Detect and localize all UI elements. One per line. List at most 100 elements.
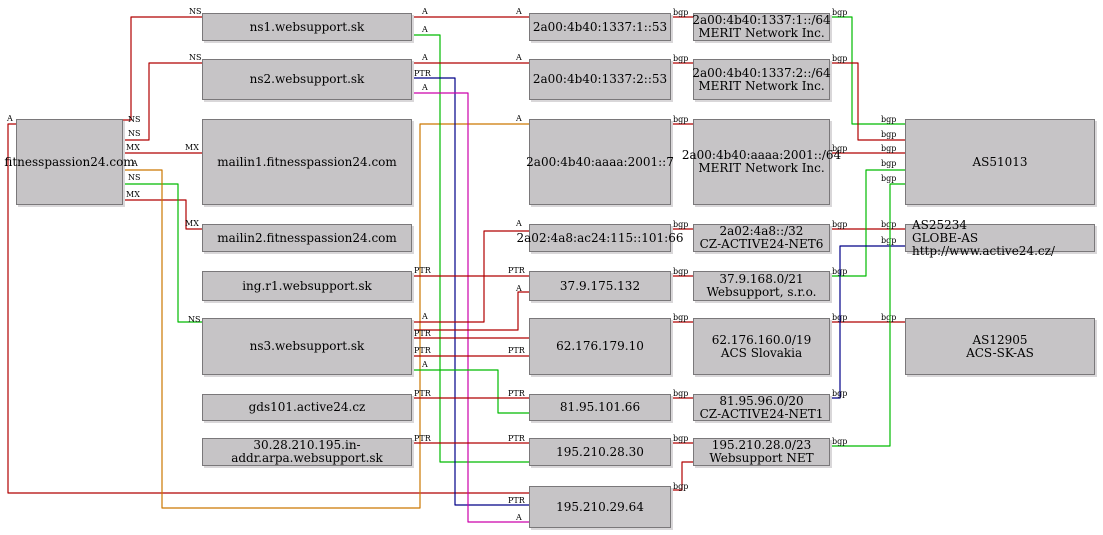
node-label: 81.95.101.66: [559, 400, 641, 414]
edge-ns-ns1-label: NS: [189, 7, 201, 16]
node-net-acs-slovakia[interactable]: 62.176.160.0/19 ACS Slovakia: [693, 318, 830, 375]
node-ns1[interactable]: ns1.websupport.sk: [202, 13, 412, 41]
node-mailin2[interactable]: mailin2.fitnesspassion24.com: [202, 224, 412, 252]
node-net-websupport-net[interactable]: 195.210.28.0/23 Websupport NET: [693, 438, 830, 466]
edge-bgp-ip-81-label: bgp: [673, 389, 688, 398]
node-label: AS25234 GLOBE-AS http://www.active24.cz/: [912, 217, 1055, 258]
node-label: 2a02:4a8::/32 CZ-ACTIVE24-NET6: [699, 224, 824, 251]
node-as12905[interactable]: AS12905 ACS-SK-AS: [905, 318, 1095, 375]
edge-bgp-ip-37-label: bgp: [673, 267, 688, 276]
node-ip-ns1[interactable]: 2a00:4b40:1337:1::53: [529, 13, 671, 41]
node-ns3[interactable]: ns3.websupport.sk: [202, 318, 412, 375]
node-net-merit-1[interactable]: 2a00:4b40:1337:1::/64 MERIT Network Inc.: [692, 13, 831, 41]
node-net-active24-6[interactable]: 2a02:4a8::/32 CZ-ACTIVE24-NET6: [693, 224, 830, 252]
edge-ns-ns3: [123, 183, 202, 323]
node-label: 2a00:4b40:aaaa:2001::/64 MERIT Network I…: [681, 148, 842, 175]
node-label: AS12905 ACS-SK-AS: [966, 332, 1034, 360]
node-label: 37.9.168.0/21 Websupport, s.r.o.: [706, 272, 817, 299]
node-gds101[interactable]: gds101.active24.cz: [202, 394, 412, 421]
edge-bgp-net5-as-label: bgp: [881, 159, 896, 168]
node-ip-37[interactable]: 37.9.175.132: [529, 271, 671, 301]
edge-ptr-gds101-label: PTR: [414, 389, 432, 398]
edge-ns-ns1-label: NS: [128, 115, 140, 124]
node-label: AS51013: [972, 154, 1028, 169]
node-label: 2a00:4b40:1337:1::53: [532, 19, 668, 34]
edge-ns-ns3-label: NS: [128, 173, 140, 182]
edge-ns-ns1: [123, 16, 202, 121]
edge-bgp-net2-as-label: bgp: [881, 130, 896, 139]
edge-bgp-ip-mail-label: bgp: [673, 115, 688, 124]
node-net-merit-3[interactable]: 2a00:4b40:aaaa:2001::/64 MERIT Network I…: [682, 119, 841, 205]
edge-ptr-ingr1-label: PTR: [508, 266, 526, 275]
edge-ns-ns2-label: NS: [189, 53, 201, 62]
node-mailin1[interactable]: mailin1.fitnesspassion24.com: [202, 119, 412, 205]
node-ip-19529[interactable]: 195.210.29.64: [529, 486, 671, 528]
node-ip-mail[interactable]: 2a00:4b40:aaaa:2001::7: [526, 119, 674, 205]
edge-bgp-ip-195-29: [671, 461, 693, 491]
node-ns2[interactable]: ns2.websupport.sk: [202, 59, 412, 100]
edge-bgp-net8-as: [830, 183, 905, 447]
edge-ptr-ns2-label: PTR: [508, 496, 526, 505]
node-label: 195.210.28.30: [556, 444, 644, 459]
node-label: mailin2.fitnesspassion24.com: [217, 230, 397, 245]
edge-a-ac24-label: A: [421, 312, 428, 321]
node-ip-ns2[interactable]: 2a00:4b40:1337:2::53: [529, 59, 671, 100]
edge-bgp-net5-as: [830, 169, 905, 277]
node-ip-81[interactable]: 81.95.101.66: [529, 394, 671, 421]
node-label: 37.9.175.132: [559, 278, 641, 293]
edge-a-ns2-b-label: A: [421, 83, 428, 92]
edge-a-root: [7, 123, 529, 494]
node-label: 2a00:4b40:aaaa:2001::7: [526, 154, 674, 169]
node-label: ns1.websupport.sk: [249, 19, 365, 34]
node-label: 81.95.96.0/20 CZ-ACTIVE24-NET1: [699, 393, 824, 421]
edge-bgp-net4-as-label: bgp: [881, 220, 896, 229]
edge-bgp-ip-62-label: bgp: [673, 313, 688, 322]
edge-mx-mailin2-label: MX: [185, 219, 199, 228]
node-label: 2a00:4b40:1337:2::53: [532, 72, 668, 86]
edge-bgp-net7-as-label: bgp: [881, 236, 896, 245]
node-as51013[interactable]: AS51013: [905, 119, 1095, 205]
edge-bgp-net6-as-label: bgp: [881, 313, 896, 322]
edge-bgp-net1-as-label: bgp: [832, 8, 847, 17]
edge-a-root-label: A: [6, 114, 13, 123]
node-fitnesspassion24[interactable]: fitnesspassion24.com: [4, 119, 135, 205]
node-label: 2a00:4b40:1337:1::/64 MERIT Network Inc.: [692, 13, 831, 40]
edge-ptr-ns3-62-label: PTR: [508, 346, 526, 355]
node-ip-62[interactable]: 62.176.179.10: [529, 318, 671, 375]
edge-ptr-ns2: [412, 77, 529, 506]
edge-a-ns2-b: [412, 92, 529, 523]
edge-bgp-ip-195-28-label: bgp: [673, 434, 688, 443]
edge-a-ns1-ns3-label: A: [421, 25, 428, 34]
node-label: gds101.active24.cz: [248, 400, 366, 414]
edge-a-ns1-ns3: [412, 34, 529, 463]
node-label: 30.28.210.195.in-addr.arpa.websupport.sk: [231, 438, 383, 465]
edge-bgp-net8-as-label: bgp: [832, 437, 847, 446]
edge-ptr-gds101-label: PTR: [508, 389, 526, 398]
node-net-merit-2[interactable]: 2a00:4b40:1337:2::/64 MERIT Network Inc.: [692, 59, 831, 100]
edge-bgp-ip-ac24-label: bgp: [673, 220, 688, 229]
node-net-active24-1[interactable]: 81.95.96.0/20 CZ-ACTIVE24-NET1: [693, 394, 830, 421]
node-label: mailin1.fitnesspassion24.com: [217, 154, 397, 169]
node-as25234[interactable]: AS25234 GLOBE-AS http://www.active24.cz/: [905, 218, 1095, 257]
node-net-websupport[interactable]: 37.9.168.0/21 Websupport, s.r.o.: [693, 271, 830, 301]
node-ingr1[interactable]: ing.r1.websupport.sk: [202, 271, 412, 301]
node-arpa[interactable]: 30.28.210.195.in-addr.arpa.websupport.sk: [202, 438, 412, 466]
edge-mx-mailin2-label: MX: [126, 190, 140, 199]
edge-ptr-arpa-label: PTR: [508, 434, 526, 443]
edge-bgp-ip-ns1-label: bgp: [673, 8, 688, 17]
node-ip-19528[interactable]: 195.210.28.30: [529, 438, 671, 466]
node-ip-ac24[interactable]: 2a02:4a8:ac24:115::101:66: [517, 224, 683, 252]
edge-a-ns2-label: A: [421, 53, 428, 62]
node-label: 195.210.29.64: [556, 499, 644, 514]
edge-ns-ns2: [123, 62, 202, 141]
edge-ptr-ns3-label: PTR: [414, 329, 432, 338]
edge-a-ns3-37: [412, 291, 529, 331]
edge-bgp-net7-as: [830, 245, 905, 399]
node-label: 62.176.179.10: [556, 339, 644, 353]
edge-bgp-ip-ns2-label: bgp: [673, 54, 688, 63]
node-label: fitnesspassion24.com: [4, 154, 135, 169]
edge-bgp-net7-as-label: bgp: [832, 389, 847, 398]
edge-bgp-net2-as: [830, 62, 905, 141]
